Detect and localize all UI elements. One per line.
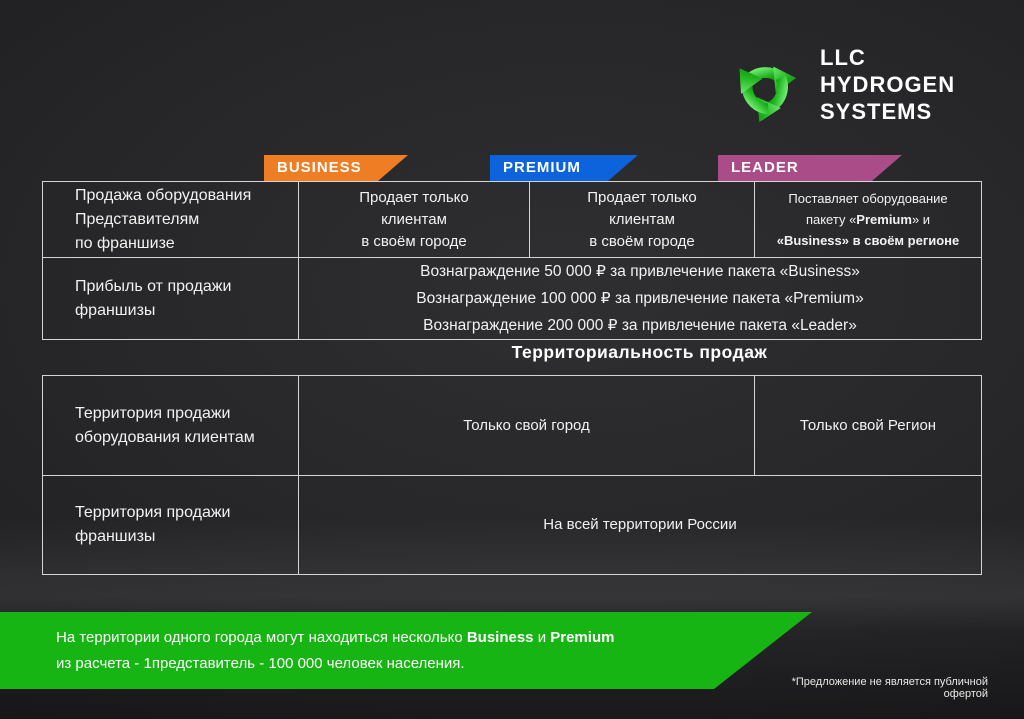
tab-leader-label: LEADER xyxy=(731,159,799,176)
business-equipment-cell: Продает только клиентам в своём городе xyxy=(298,182,529,257)
leader-line1: Поставляет оборудование xyxy=(788,191,948,206)
company-name: LLC HYDROGEN SYSTEMS xyxy=(820,45,956,124)
tab-leader: LEADER xyxy=(718,155,902,181)
banner-line2: из расчета - 1представитель - 100 000 че… xyxy=(56,655,465,672)
legal-footnote: *Предложение не является публичной оферт… xyxy=(791,676,988,700)
tab-business: BUSINESS xyxy=(264,155,408,181)
banner-line1: На территории одного города могут находи… xyxy=(56,629,615,646)
info-banner: На территории одного города могут находи… xyxy=(0,612,812,689)
leader-line2: пакету «Premium» и xyxy=(805,212,931,227)
tab-premium: PREMIUM xyxy=(490,155,638,181)
package-table: Продажа оборудования Представителям по ф… xyxy=(42,181,982,340)
tab-business-label: BUSINESS xyxy=(277,159,362,176)
row-franchise-profit-label: Прибыль от продажи франшизы xyxy=(43,257,298,339)
territory-heading: Территориальность продаж xyxy=(511,342,768,362)
client-territory-city-cell: Только свой город xyxy=(298,376,754,475)
franchise-territory-cell: На всей территории России xyxy=(298,475,981,574)
premium-equipment-cell: Продает только клиентам в своём городе xyxy=(529,182,754,257)
row-equipment-sale-label: Продажа оборудования Представителям по ф… xyxy=(75,186,252,252)
franchise-rewards-cell: Вознаграждение 50 000 ₽ за привлечение п… xyxy=(298,257,981,339)
reward-premium: Вознаграждение 100 000 ₽ за привлечение … xyxy=(416,290,864,307)
tab-premium-label: PREMIUM xyxy=(503,159,581,176)
client-territory-region-cell: Только свой Регион xyxy=(754,376,981,475)
row-client-territory-label: Территория продажи оборудования клиентам xyxy=(75,404,255,446)
reward-business: Вознаграждение 50 000 ₽ за привлечение п… xyxy=(420,263,860,280)
reward-leader: Вознаграждение 200 000 ₽ за привлечение … xyxy=(423,317,857,334)
leader-equipment-cell: Поставляет оборудование пакету «Premium»… xyxy=(754,182,981,257)
recycle-icon xyxy=(724,42,806,132)
leader-line3: «Business» в своём регионе xyxy=(776,233,960,248)
territory-table: Территория продажи оборудования клиентам… xyxy=(42,375,982,575)
row-franchise-territory-label: Территория продажи франшизы xyxy=(43,475,298,574)
